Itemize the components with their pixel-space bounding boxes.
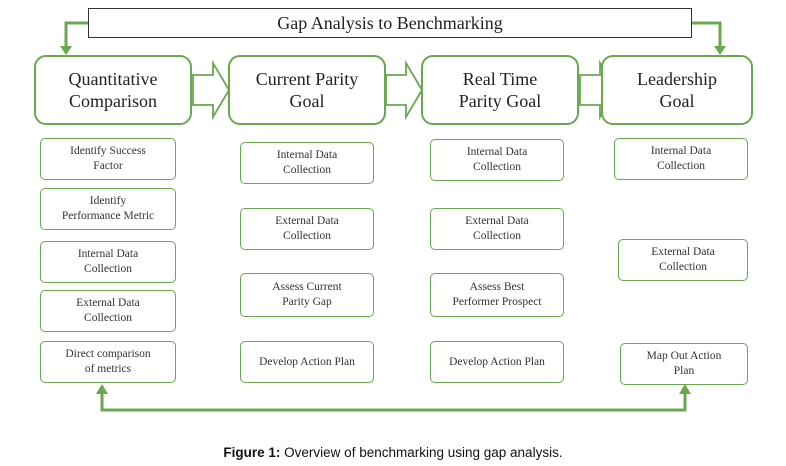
step-develop-action-plan: Develop Action Plan [430,341,564,383]
stage-leadership-goal: Leadership Goal [601,55,753,125]
caption-prefix: Figure 1: [223,445,281,460]
step-internal-data-collection: Internal Data Collection [430,139,564,181]
stage-current-parity-goal: Current Parity Goal [228,55,386,125]
step-internal-data-collection: Internal Data Collection [40,241,176,283]
step-map-out-action-plan: Map Out Action Plan [620,343,748,385]
title-to-last-stage-arrowhead [714,46,726,55]
title-to-first-stage-arrowhead [60,46,72,55]
step-assess-current-parity-gap: Assess Current Parity Gap [240,273,374,317]
step-external-data-collection: External Data Collection [430,208,564,250]
bottom-feedback-line [100,392,687,412]
step-internal-data-collection: Internal Data Collection [240,142,374,184]
figure-caption: Figure 1: Overview of benchmarking using… [0,445,786,460]
title-to-last-stage-line [692,21,722,48]
step-develop-action-plan: Develop Action Plan [240,341,374,383]
step-identify-success-factor: Identify Success Factor [40,138,176,180]
stage-quantitative-comparison: Quantitative Comparison [34,55,192,125]
title-to-first-stage-line [64,21,88,48]
stage-arrow-2 [385,59,424,121]
diagram-title: Gap Analysis to Benchmarking [88,8,692,38]
step-internal-data-collection: Internal Data Collection [614,138,748,180]
step-identify-performance-metric: Identify Performance Metric [40,188,176,230]
bottom-feedback-arrowhead-right [679,384,691,394]
step-external-data-collection: External Data Collection [240,208,374,250]
step-external-data-collection: External Data Collection [40,290,176,332]
step-external-data-collection: External Data Collection [618,239,748,281]
stage-real-time-parity-goal: Real Time Parity Goal [421,55,579,125]
step-direct-comparison-of-metrics: Direct comparison of metrics [40,341,176,383]
step-assess-best-performer-prospect: Assess Best Performer Prospect [430,273,564,317]
stage-arrow-1 [192,59,231,121]
caption-text: Overview of benchmarking using gap analy… [280,445,563,460]
bottom-feedback-arrowhead-left [96,384,108,394]
